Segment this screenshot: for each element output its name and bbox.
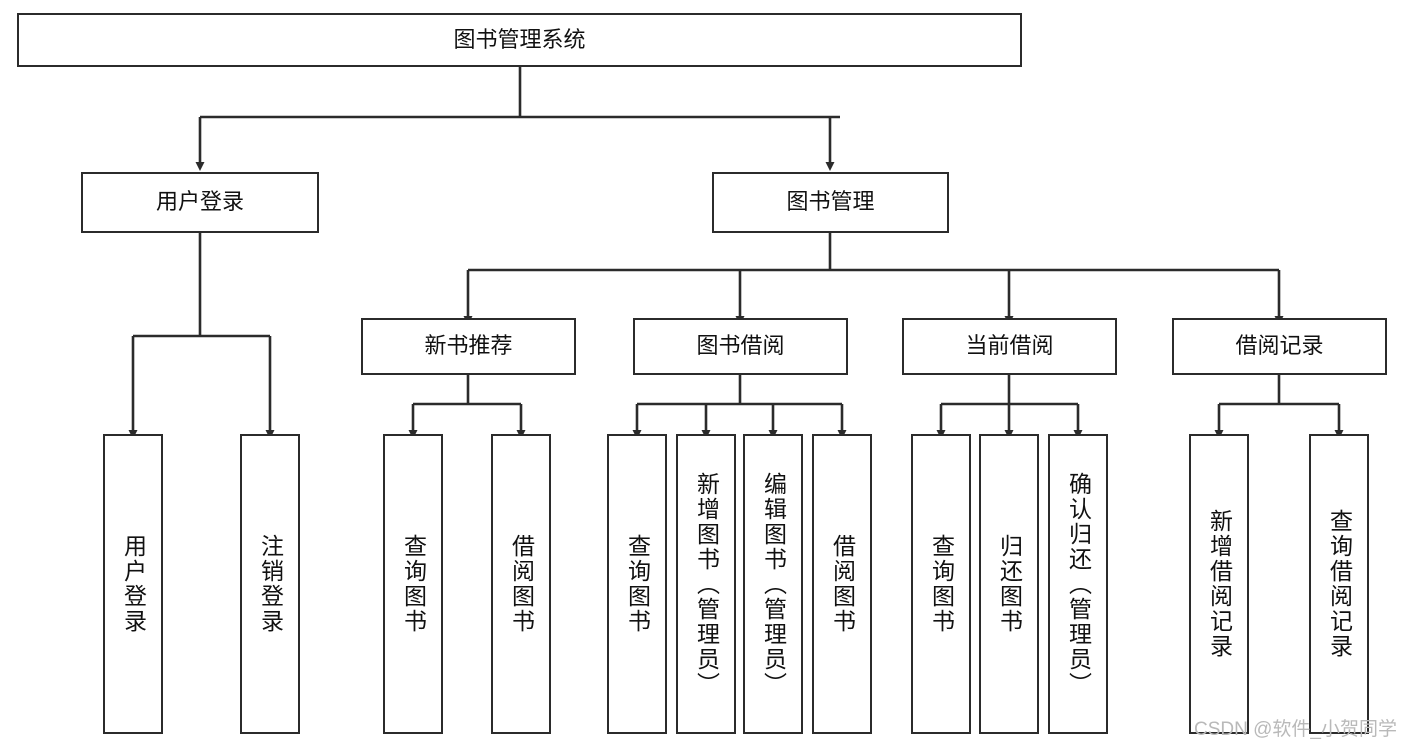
node-label: 查询图书	[400, 534, 427, 634]
node-label: 用户登录	[120, 534, 147, 634]
node-label: 图书借阅	[696, 333, 785, 359]
node-label: 编辑图书（管理员）	[760, 471, 787, 697]
leaf-user-login[interactable]: 用户登录	[103, 434, 163, 734]
leaf-borrow-book[interactable]: 借阅图书	[812, 434, 872, 734]
node-label: 新书推荐	[424, 333, 513, 359]
node-label: 图书管理系统	[453, 26, 586, 52]
node-book-management[interactable]: 图书管理	[712, 172, 949, 233]
node-label: 图书管理	[786, 189, 875, 215]
node-label: 借阅图书	[829, 534, 856, 634]
node-label: 查询图书	[928, 534, 955, 634]
leaf-query-borrow-record[interactable]: 查询借阅记录	[1309, 434, 1369, 734]
node-label: 借阅记录	[1235, 333, 1324, 359]
node-label: 当前借阅	[965, 333, 1054, 359]
watermark-text: CSDN @软件_小贺同学	[1194, 719, 1397, 740]
node-label: 确认归还（管理员）	[1065, 471, 1092, 697]
leaf-logout-login[interactable]: 注销登录	[240, 434, 300, 734]
node-label: 注销登录	[257, 534, 284, 634]
leaf-query-book-current[interactable]: 查询图书	[911, 434, 971, 734]
leaf-return-book[interactable]: 归还图书	[979, 434, 1039, 734]
node-new-book-recommend[interactable]: 新书推荐	[361, 318, 576, 375]
node-label: 查询借阅记录	[1326, 509, 1353, 659]
leaf-edit-book-admin[interactable]: 编辑图书（管理员）	[743, 434, 803, 734]
node-label: 归还图书	[996, 534, 1023, 634]
node-book-borrow[interactable]: 图书借阅	[633, 318, 848, 375]
leaf-borrow-book-newbook[interactable]: 借阅图书	[491, 434, 551, 734]
node-label: 新增图书（管理员）	[693, 471, 720, 697]
node-borrow-record[interactable]: 借阅记录	[1172, 318, 1387, 375]
node-current-borrow[interactable]: 当前借阅	[902, 318, 1117, 375]
leaf-confirm-return-admin[interactable]: 确认归还（管理员）	[1048, 434, 1108, 734]
node-label: 借阅图书	[508, 534, 535, 634]
leaf-add-borrow-record[interactable]: 新增借阅记录	[1189, 434, 1249, 734]
leaf-query-book-newbook[interactable]: 查询图书	[383, 434, 443, 734]
node-root-book-management-system[interactable]: 图书管理系统	[17, 13, 1022, 67]
node-label: 查询图书	[624, 534, 651, 634]
node-label: 新增借阅记录	[1206, 509, 1233, 659]
node-label: 用户登录	[155, 189, 244, 215]
node-user-login[interactable]: 用户登录	[81, 172, 319, 233]
leaf-query-book-borrow[interactable]: 查询图书	[607, 434, 667, 734]
leaf-add-book-admin[interactable]: 新增图书（管理员）	[676, 434, 736, 734]
